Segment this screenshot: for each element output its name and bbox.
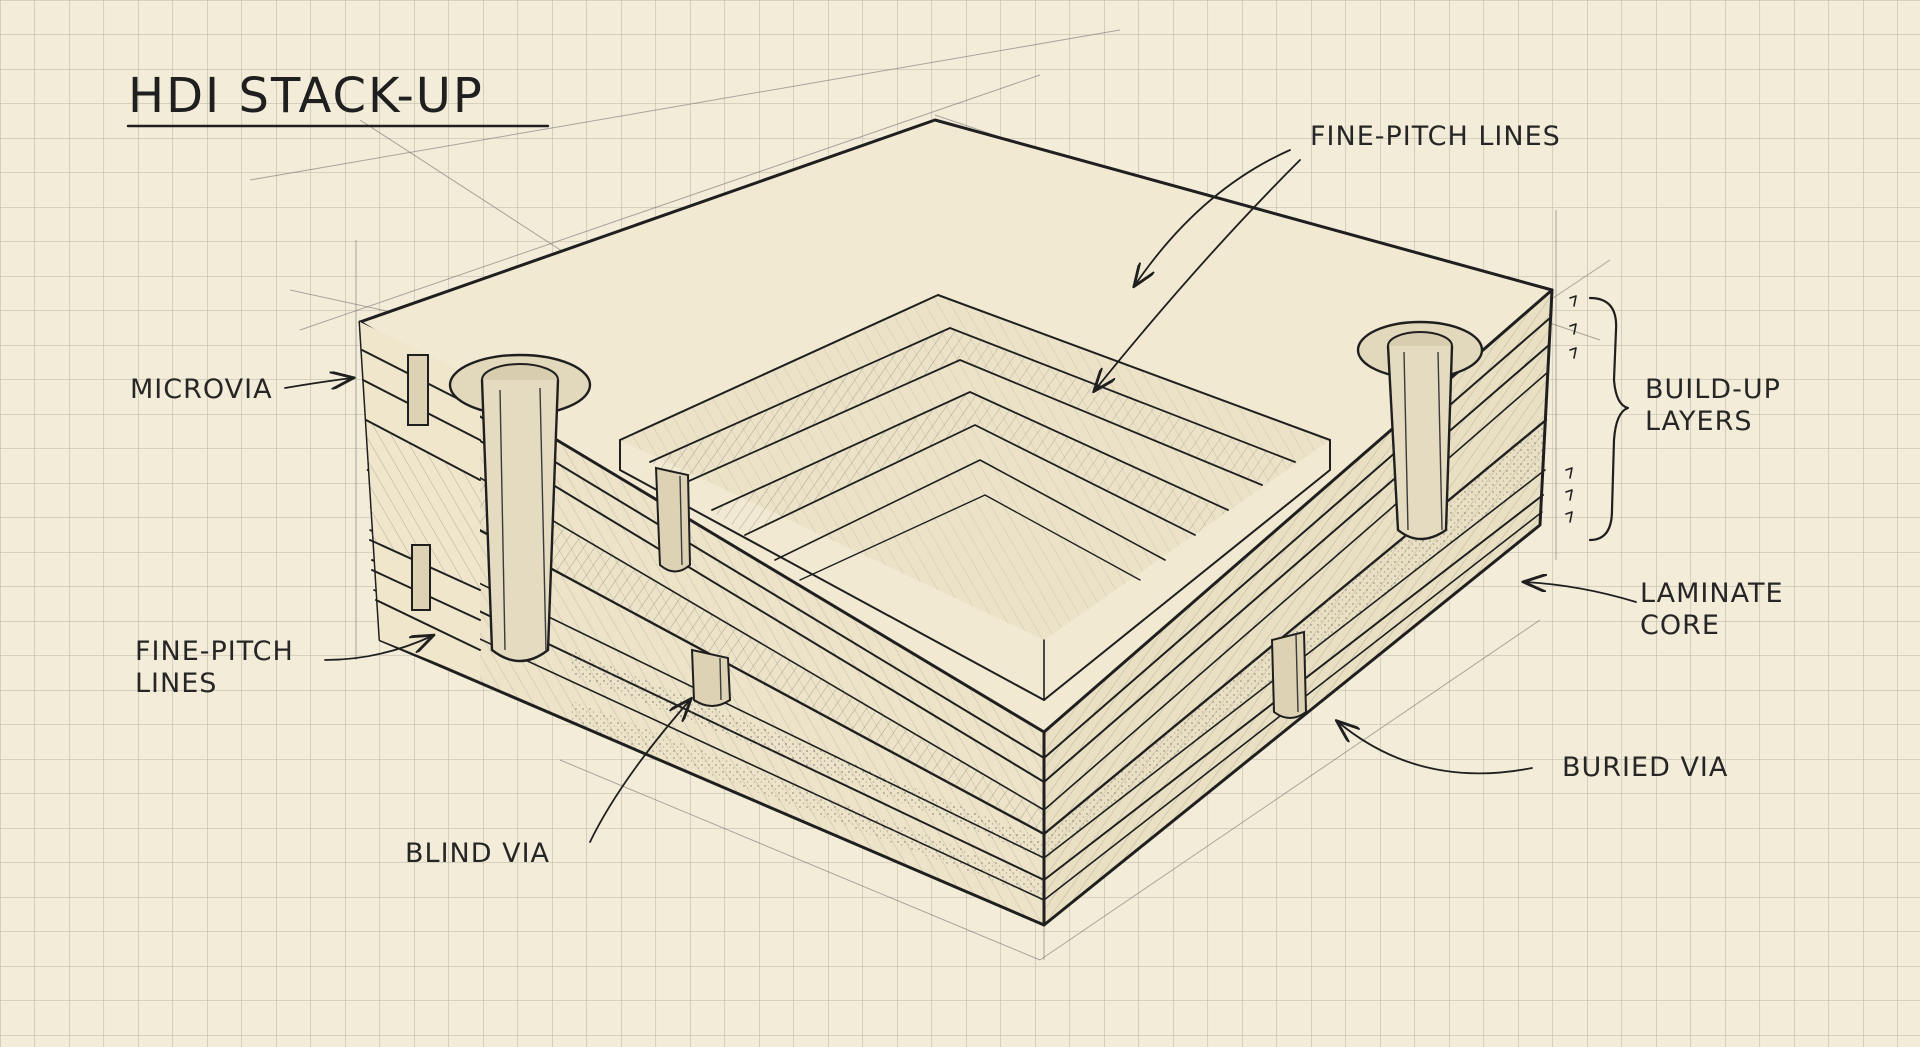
fine-pitch-left-leader (324, 636, 432, 661)
label-buried-via: BURIED VIA (1562, 752, 1728, 783)
label-build-up-2: LAYERS (1645, 406, 1753, 437)
label-laminate-2: CORE (1640, 610, 1720, 641)
layer-ticks (1565, 295, 1577, 523)
microvia-leader (284, 378, 352, 388)
buried-via-leader (1338, 722, 1533, 775)
label-fine-pitch-left-2: LINES (135, 668, 217, 699)
label-blind-via: BLIND VIA (405, 838, 550, 869)
inner-cavity (619, 294, 1331, 701)
label-microvia: MICROVIA (130, 374, 273, 405)
laminate-core-leader (1525, 582, 1637, 603)
lower-blind-via (690, 648, 732, 707)
blind-via-leader (589, 700, 690, 843)
label-laminate-1: LAMINATE (1640, 578, 1784, 609)
left-through-via (448, 353, 592, 663)
inner-blind-via (654, 466, 692, 573)
label-fine-pitch-top: FINE-PITCH LINES (1310, 121, 1561, 152)
build-up-bracket (1588, 296, 1630, 542)
right-through-via (1356, 320, 1484, 541)
label-build-up-1: BUILD-UP (1645, 374, 1781, 405)
label-fine-pitch-left-1: FINE-PITCH (135, 636, 294, 667)
left-microvia (407, 354, 431, 611)
fine-pitch-top-leader-2 (1095, 159, 1301, 390)
leader-lines (284, 149, 1637, 843)
diagram-title: HDI STACK-UP (128, 68, 484, 124)
buried-via (1270, 630, 1308, 719)
left-cut-face (360, 322, 481, 680)
fine-pitch-top-leader-1 (1135, 149, 1291, 285)
pcb-block (358, 118, 1630, 927)
